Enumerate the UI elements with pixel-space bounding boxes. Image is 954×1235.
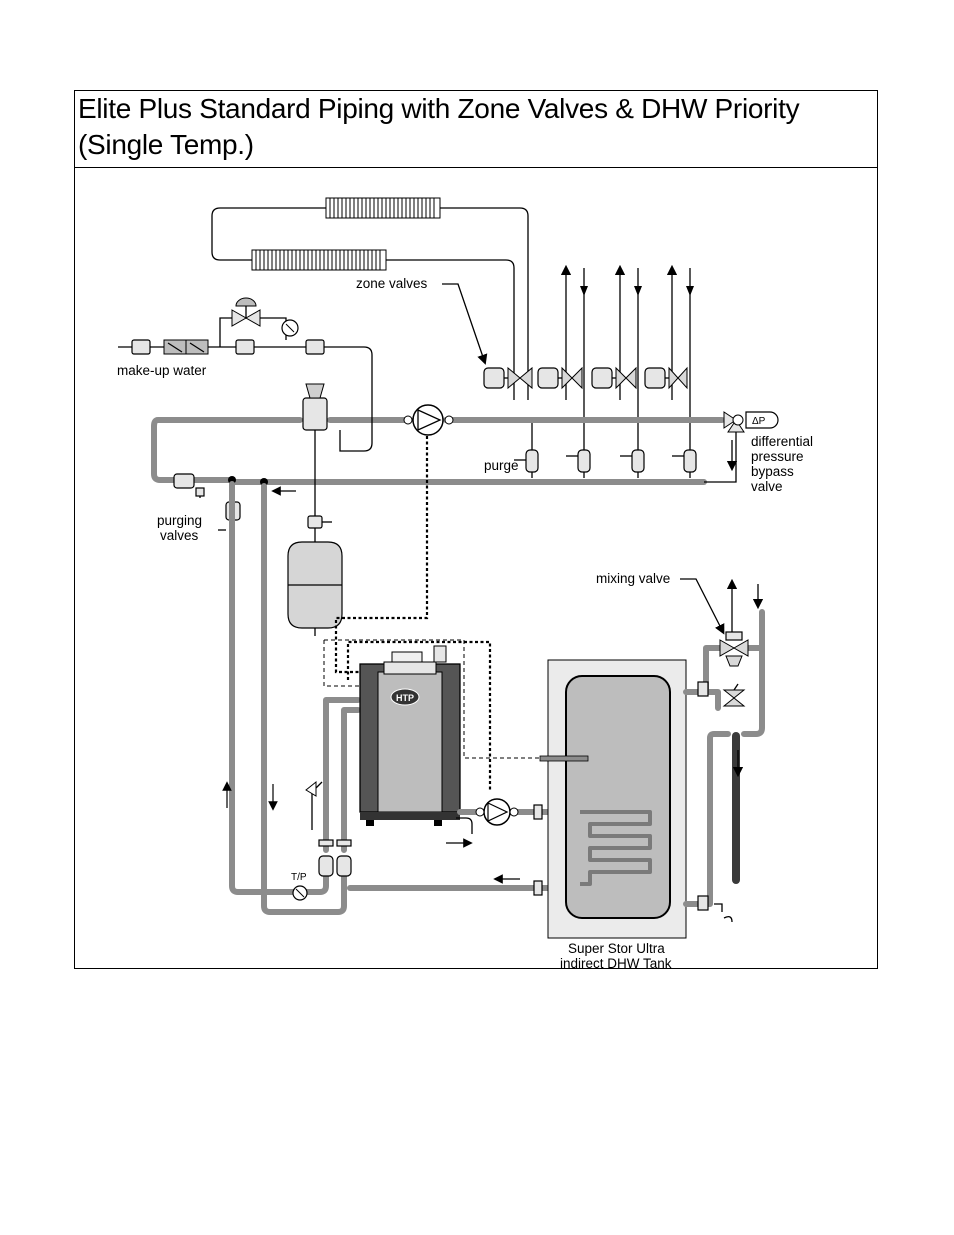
system-pump bbox=[404, 405, 453, 435]
baseboard-radiator-lower bbox=[252, 250, 386, 270]
boiler: HTP bbox=[360, 646, 472, 834]
zone-valve-3 bbox=[592, 368, 636, 388]
makeup-water-label: make-up water bbox=[117, 363, 207, 378]
dp-symbol: ΔP bbox=[752, 416, 766, 427]
mixing-valve bbox=[720, 632, 748, 666]
zone-valve-1 bbox=[484, 368, 532, 388]
zone-purge-valves bbox=[514, 450, 696, 472]
tank-label-2: indirect DHW Tank bbox=[560, 956, 672, 971]
dhw-tank bbox=[540, 660, 686, 938]
zone-valve-4 bbox=[645, 368, 687, 388]
tempering-valve bbox=[724, 684, 744, 706]
baseboard-radiator-upper bbox=[326, 198, 440, 218]
dp-label-1: differential bbox=[751, 434, 813, 449]
tp-label: T/P bbox=[291, 872, 307, 883]
tank-return-pipe bbox=[350, 879, 580, 895]
mixing-valve-leader bbox=[680, 579, 722, 630]
return-header bbox=[194, 432, 736, 482]
relief-valve bbox=[306, 782, 322, 830]
dp-label-2: pressure bbox=[751, 449, 804, 464]
tp-gauge bbox=[293, 886, 307, 900]
radiator-loop bbox=[212, 208, 528, 400]
zone-valve-2 bbox=[538, 368, 582, 388]
purging-label-2: valves bbox=[160, 528, 199, 543]
zone-valves-label: zone valves bbox=[356, 276, 428, 291]
boiler-logo: HTP bbox=[396, 693, 414, 703]
tank-label-1: Super Stor Ultra bbox=[568, 941, 665, 956]
dhw-piping bbox=[686, 584, 762, 922]
dp-label-4: valve bbox=[751, 479, 783, 494]
dp-label-3: bypass bbox=[751, 464, 794, 479]
purge-label: purge bbox=[484, 458, 519, 473]
expansion-tank bbox=[288, 516, 342, 636]
purging-label-1: purging bbox=[157, 513, 202, 528]
air-separator bbox=[303, 384, 327, 516]
mixing-valve-label: mixing valve bbox=[596, 571, 670, 586]
zone-valves-leader bbox=[442, 284, 484, 360]
